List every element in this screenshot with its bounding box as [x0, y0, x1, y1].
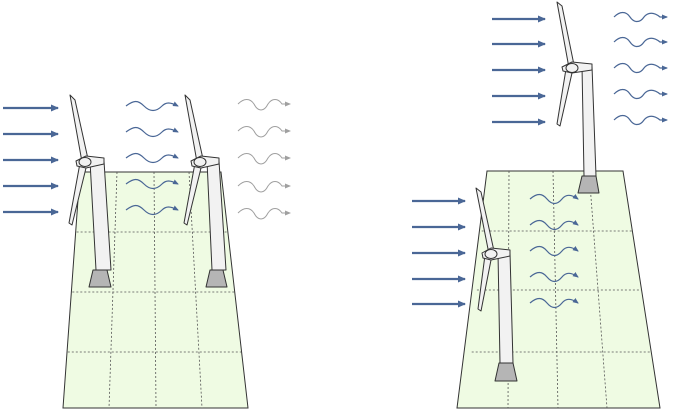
- left-front-turbine-wake: [125, 100, 179, 216]
- right-upper-turbine-wake: [613, 11, 668, 126]
- right-ground-plot: [456, 170, 661, 409]
- right-upper-incoming-wind-arrows: [492, 15, 546, 126]
- right-lower-turbine: [475, 187, 518, 382]
- left-panel-tandem-layout: [3, 94, 291, 409]
- right-upper-turbine: [556, 1, 600, 194]
- left-incoming-wind-arrows: [3, 104, 59, 216]
- right-lower-turbine-wake: [529, 193, 579, 309]
- left-front-turbine: [68, 94, 112, 288]
- left-rear-turbine: [183, 94, 228, 288]
- right-lower-incoming-wind-arrows: [412, 197, 466, 308]
- right-panel-staggered-layout: [412, 1, 668, 409]
- left-ground-plot: [62, 171, 249, 409]
- left-rear-turbine-dissipated-wake: [237, 99, 291, 220]
